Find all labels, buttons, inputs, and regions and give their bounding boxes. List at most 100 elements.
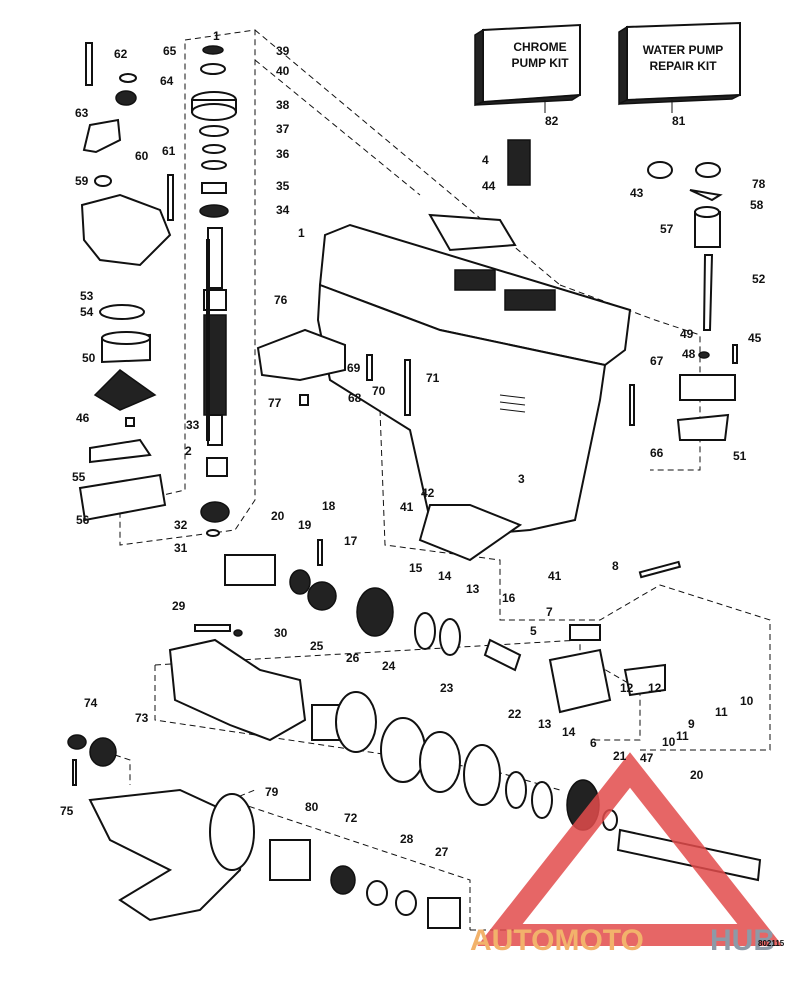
callout-label: 2 <box>185 444 192 458</box>
callout-label: 15 <box>409 561 423 575</box>
callout-label: 35 <box>276 179 290 193</box>
callout-label: 6 <box>590 736 597 750</box>
callout-label: 25 <box>310 639 324 653</box>
callout-label: 8 <box>612 559 619 573</box>
callout-label: 41 <box>548 569 562 583</box>
shift-and-pinion-parts <box>194 328 682 714</box>
callout-label: 68 <box>348 391 362 405</box>
callout-label: 4 <box>482 153 489 167</box>
callout-label: 10 <box>662 735 676 749</box>
callout-label: 14 <box>562 725 576 739</box>
callout-label: 57 <box>660 222 674 236</box>
chrome-pump-kit-box: CHROME PUMP KIT <box>474 23 581 113</box>
callout-label: 47 <box>640 751 654 765</box>
callout-label: 36 <box>276 147 290 161</box>
callout-label: 12 <box>620 681 634 695</box>
callout-label: 27 <box>435 845 449 859</box>
water-pump-repair-kit-box: WATER PUMP REPAIR KIT <box>618 21 741 113</box>
callout-label: 59 <box>75 174 89 188</box>
callout-label: 5 <box>530 624 537 638</box>
callout-label: 63 <box>75 106 89 120</box>
propshaft-outline <box>154 639 641 931</box>
callout-label: 55 <box>72 470 86 484</box>
water-kit-line2: REPAIR KIT <box>649 59 717 73</box>
callout-label: 78 <box>752 177 766 191</box>
gear-housing <box>316 139 632 562</box>
callout-label: 61 <box>162 144 176 158</box>
callout-label: 9 <box>688 717 695 731</box>
callout-label: 64 <box>160 74 174 88</box>
callout-label: 77 <box>268 396 282 410</box>
callout-label: 56 <box>76 513 90 527</box>
callout-label: 71 <box>426 371 440 385</box>
callout-label: 14 <box>438 569 452 583</box>
callout-label: 1 <box>213 29 220 43</box>
callout-label: 81 <box>672 114 686 128</box>
callout-label: 11 <box>676 729 689 743</box>
callout-label: 75 <box>60 804 74 818</box>
callout-label: 1 <box>298 226 305 240</box>
callout-label: 18 <box>322 499 336 513</box>
callout-label: 70 <box>372 384 386 398</box>
callout-label: 12 <box>648 681 662 695</box>
callout-label: 51 <box>733 449 747 463</box>
callout-label: 76 <box>274 293 288 307</box>
callout-label: 23 <box>440 681 454 695</box>
callout-label: 17 <box>344 534 358 548</box>
powerhead-shaft-outline <box>119 29 256 546</box>
callout-label: 42 <box>421 486 435 500</box>
callout-label: 16 <box>502 591 516 605</box>
callout-label: 13 <box>538 717 552 731</box>
callout-label: 24 <box>382 659 396 673</box>
callout-label: 10 <box>740 694 754 708</box>
watermark: AUTOMOTO HUB <box>470 752 783 957</box>
callout-label: 32 <box>174 518 188 532</box>
callout-label: 52 <box>752 272 766 286</box>
callout-label: 43 <box>630 186 644 200</box>
water-tube-parts <box>629 161 738 441</box>
callout-label: 73 <box>135 711 149 725</box>
callout-label: 44 <box>482 179 496 193</box>
callout-label: 22 <box>508 707 522 721</box>
callout-label: 19 <box>298 518 312 532</box>
callout-label: 29 <box>172 599 186 613</box>
callout-label: 82 <box>545 114 559 128</box>
callout-label: 38 <box>276 98 290 112</box>
callout-label: 60 <box>135 149 149 163</box>
callout-label: 31 <box>174 541 188 555</box>
callout-label: 33 <box>186 418 200 432</box>
callout-label: 58 <box>750 198 764 212</box>
callout-label: 50 <box>82 351 96 365</box>
callout-label: 20 <box>271 509 285 523</box>
watermark-part1: AUTOMOTO <box>470 924 644 957</box>
callout-label: 80 <box>305 800 319 814</box>
chrome-kit-line2: PUMP KIT <box>511 56 569 70</box>
callout-label: 30 <box>274 626 288 640</box>
water-pump-parts <box>78 42 174 522</box>
callout-label: 13 <box>466 582 480 596</box>
callout-label: 39 <box>276 44 290 58</box>
watermark-part2: HUB <box>710 924 775 957</box>
callout-label: 53 <box>80 289 94 303</box>
callout-label: 72 <box>344 811 358 825</box>
callout-label: 79 <box>265 785 279 799</box>
callout-label: 46 <box>76 411 90 425</box>
callout-label: 74 <box>84 696 98 710</box>
callout-label: 69 <box>347 361 361 375</box>
callout-label: 67 <box>650 354 664 368</box>
callout-label: 66 <box>650 446 664 460</box>
callout-label: 3 <box>518 472 525 486</box>
callout-label: 49 <box>680 327 694 341</box>
callout-label: 37 <box>276 122 290 136</box>
callout-label: 21 <box>613 749 627 763</box>
callout-label: 48 <box>682 347 696 361</box>
chrome-kit-line1: CHROME <box>513 40 566 54</box>
callout-label: 20 <box>690 768 704 782</box>
callout-label: 40 <box>276 64 290 78</box>
callout-label: 34 <box>276 203 290 217</box>
callout-label: 45 <box>748 331 762 345</box>
callout-label: 7 <box>546 605 553 619</box>
shift-linkage-outline <box>379 409 771 751</box>
